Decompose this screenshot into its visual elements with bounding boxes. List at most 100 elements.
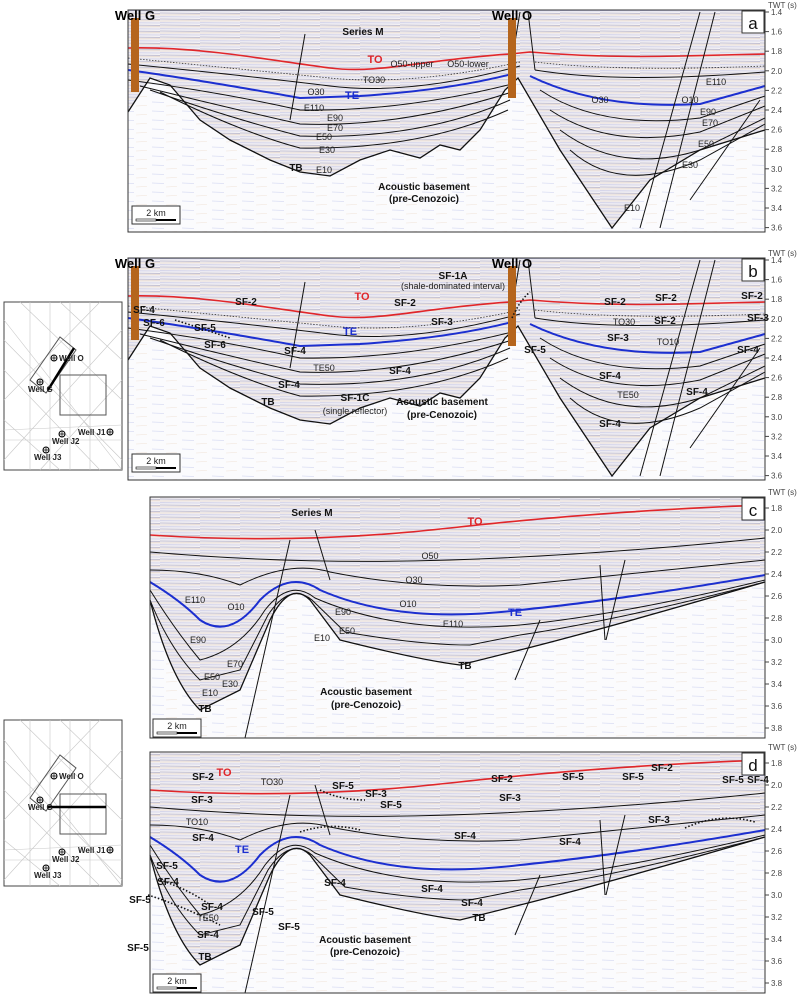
map-well-label: Well J1 xyxy=(78,428,106,437)
horizon-label: E90 xyxy=(335,607,351,617)
horizon-label: SF-6 xyxy=(204,340,226,351)
horizon-label: TO10 xyxy=(657,337,679,347)
axis-tick-label: 2.4 xyxy=(771,570,783,579)
axis-tick-label: 2.4 xyxy=(771,106,783,115)
horizon-label: TO10 xyxy=(186,817,208,827)
horizon-label: E10 xyxy=(314,633,330,643)
axis-tick-label: 2.2 xyxy=(771,803,783,812)
horizon-label: SF-4 xyxy=(201,902,223,913)
horizon-label: SF-5 xyxy=(252,907,274,918)
horizon-label: SF-3 xyxy=(191,795,213,806)
horizon-label: SF-4 xyxy=(461,898,483,909)
location-map-2 xyxy=(3,719,123,887)
horizon-label: SF-4 xyxy=(599,419,621,430)
axis-tick-label: 1.4 xyxy=(771,256,783,265)
horizon-label: O30 xyxy=(405,575,422,585)
axis-tick-label: 1.8 xyxy=(771,504,783,513)
horizon-label: Acoustic basement xyxy=(320,687,412,698)
panel-d xyxy=(149,751,766,994)
axis-tick-label: 3.2 xyxy=(771,184,783,193)
axis-tick-label: 3.4 xyxy=(771,935,783,944)
panel-letter: b xyxy=(748,262,757,281)
horizon-label: TO xyxy=(467,516,483,528)
axis-tick-label: 2.6 xyxy=(771,847,783,856)
horizon-label: SF-2 xyxy=(192,772,214,783)
axis-tick-label: 2.4 xyxy=(771,825,783,834)
axis-title: TWT (s) xyxy=(768,1,797,10)
horizon-label: SF-4 xyxy=(278,380,300,391)
well-marker-icon xyxy=(42,446,50,454)
horizon-label: SF-5 xyxy=(622,772,644,783)
horizon-label: O50-upper xyxy=(390,59,433,69)
axis-tick-label: 3.6 xyxy=(771,702,783,711)
well-marker-icon xyxy=(58,848,66,856)
horizon-label: E10 xyxy=(202,688,218,698)
well-label: Well G xyxy=(115,256,155,271)
well-marker-icon xyxy=(106,846,114,854)
horizon-label: SF-2 xyxy=(491,774,513,785)
axis-tick-label: 3.0 xyxy=(771,165,783,174)
horizon-label: SF-5 xyxy=(194,323,216,334)
horizon-label: O30 xyxy=(307,87,324,97)
sf5-outline xyxy=(147,789,756,926)
horizon-label: O10 xyxy=(681,95,698,105)
horizon-label: SF-1C xyxy=(341,393,370,404)
horizon-label: SF-2 xyxy=(741,291,763,302)
horizon-label: TO30 xyxy=(613,317,635,327)
axis-tick-label: 2.4 xyxy=(771,354,783,363)
panel-letter: a xyxy=(748,14,758,33)
horizon-label: E50 xyxy=(698,139,714,149)
survey-box xyxy=(59,374,107,416)
axis-title: TWT (s) xyxy=(768,743,797,752)
horizon-label: TE xyxy=(343,326,357,338)
horizon-label: TB xyxy=(198,704,211,715)
horizon-label: TO xyxy=(216,767,232,779)
horizon-label: SF-5 xyxy=(156,861,178,872)
well-marker-icon xyxy=(106,428,114,436)
panel-letter-box xyxy=(741,497,765,521)
axis-tick-label: 3.0 xyxy=(771,413,783,422)
horizon-label: TE50 xyxy=(313,363,335,373)
horizon-label: E70 xyxy=(327,123,343,133)
well-marker-icon xyxy=(36,378,44,386)
horizon-label: E10 xyxy=(624,203,640,213)
axis-tick-label: 1.8 xyxy=(771,47,783,56)
horizon-label: SF-4 xyxy=(157,877,179,888)
panel-b xyxy=(127,257,766,481)
horizon-label: SF-2 xyxy=(394,298,416,309)
well-marker-icon xyxy=(50,772,58,780)
well-label: Well O xyxy=(492,8,532,23)
axis-tick-label: 2.0 xyxy=(771,315,783,324)
axis-tick-label: 3.6 xyxy=(771,472,783,481)
axis-tick-label: 2.8 xyxy=(771,614,783,623)
map-well-label: Well O xyxy=(59,354,84,363)
horizon-label: SF-4 xyxy=(454,831,476,842)
axis-tick-label: 3.6 xyxy=(771,957,783,966)
horizon-label: SF-3 xyxy=(431,317,453,328)
horizon-label: E90 xyxy=(190,635,206,645)
map-well-label: Well G xyxy=(28,385,53,394)
horizon-label: SF-1A xyxy=(439,271,468,282)
axis-tick-label: 2.8 xyxy=(771,869,783,878)
horizon-label: E90 xyxy=(327,113,343,123)
map-well-label: Well J3 xyxy=(34,871,62,880)
horizon-label: E50 xyxy=(316,132,332,142)
axis-title: TWT (s) xyxy=(768,488,797,497)
horizon-label: (pre-Cenozoic) xyxy=(407,410,477,421)
scale-bar-label: 2 km xyxy=(146,456,166,466)
horizon-label: TB xyxy=(261,397,274,408)
panel-letter-box xyxy=(741,10,765,34)
horizon-label: E70 xyxy=(702,118,718,128)
axis-tick-label: 2.8 xyxy=(771,145,783,154)
horizon-label: O30 xyxy=(591,95,608,105)
horizon-label: O50-lower xyxy=(447,59,489,69)
axis-tick-label: 1.6 xyxy=(771,28,783,37)
axis-tick-label: 3.2 xyxy=(771,432,783,441)
axis-tick-label: 1.6 xyxy=(771,276,783,285)
horizon-label: E90 xyxy=(700,107,716,117)
horizon-label: SF-5 xyxy=(278,922,300,933)
axis-tick-label: 2.2 xyxy=(771,334,783,343)
horizon-label: Series M xyxy=(291,508,332,519)
horizon-label: (single reflector) xyxy=(323,406,388,416)
horizon-label: SF-5 xyxy=(562,772,584,783)
